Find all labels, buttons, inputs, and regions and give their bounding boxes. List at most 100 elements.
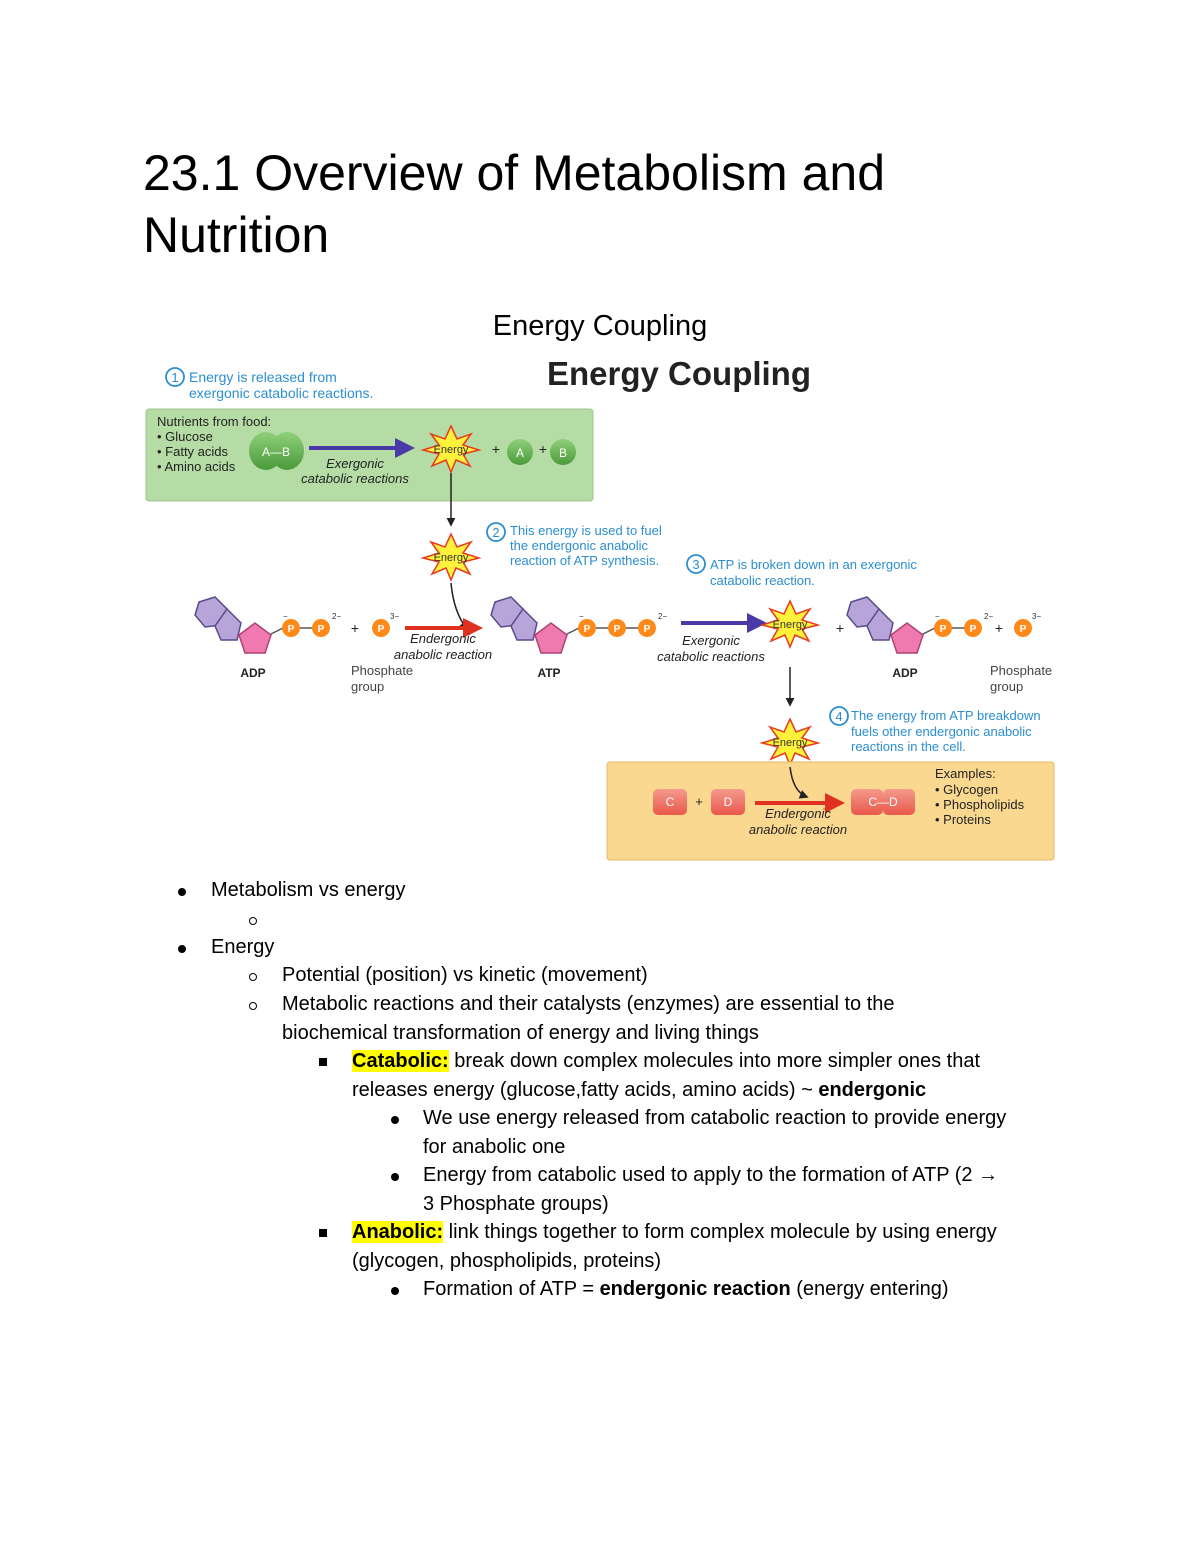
list-item-text: Formation of ATP = <box>423 1278 600 1300</box>
nutrient-amino-acids: • Amino acids <box>157 459 236 474</box>
atp-label: ATP <box>537 666 560 680</box>
bullet-dot <box>391 1173 399 1181</box>
phosphate-group-label-1: Phosphate <box>351 663 413 678</box>
charge-label: 2− <box>332 612 341 621</box>
molecule-c-label: C <box>666 795 675 809</box>
list-item-continuation: biochemical transformation of energy and… <box>282 1019 759 1048</box>
bullet-circle <box>249 973 257 981</box>
energy-burst-1: Energy <box>420 424 482 474</box>
molecule-ab-label: A—B <box>262 445 290 459</box>
list-item-text: (glycogen, phospholipids, proteins) <box>352 1250 662 1272</box>
molecule-b-label: B <box>559 446 567 460</box>
exergonic-label-2: Exergonic <box>682 633 740 648</box>
charge-label: 2− <box>984 612 993 621</box>
nutrients-box: Nutrients from food: • Glucose • Fatty a… <box>145 408 594 502</box>
term-anabolic: Anabolic: <box>352 1221 444 1243</box>
phosphate-label: P <box>584 624 591 635</box>
list-item-text: break down complex molecules into more s… <box>448 1050 981 1072</box>
charge-label: 3− <box>1032 612 1041 621</box>
step-1-line2: exergonic catabolic reactions. <box>189 385 373 401</box>
step-2-line1: This energy is used to fuel <box>510 523 662 538</box>
bullet-dot <box>391 1116 399 1124</box>
charge-label: 3− <box>390 612 399 621</box>
molecule-d-label: D <box>724 795 733 809</box>
adp-label-left: ADP <box>240 666 265 680</box>
phosphate-label: P <box>940 624 947 635</box>
page-title: 23.1 Overview of Metabolism and Nutritio… <box>143 145 886 263</box>
examples-header: Examples: <box>935 766 996 781</box>
list-item-text: biochemical transformation of energy and… <box>282 1022 759 1044</box>
list-item-text: 3 Phosphate groups) <box>423 1193 609 1215</box>
list-item-text: releases energy (glucose,fatty acids, am… <box>352 1079 819 1101</box>
phosphate-label: P <box>288 624 295 635</box>
bullet-square <box>319 1229 327 1237</box>
diagram-heading: Energy Coupling <box>547 357 811 392</box>
bullet-dot <box>178 888 186 896</box>
step-2-callout: 2 This energy is used to fuel the enderg… <box>486 522 662 568</box>
bold-text: endergonic reaction <box>599 1278 791 1300</box>
list-item: Energy from catabolic used to apply to t… <box>423 1161 998 1190</box>
atp-molecule: P P P − 2− ATP <box>490 596 667 680</box>
adp-label-right: ADP <box>892 666 917 680</box>
step-4-line2: fuels other endergonic anabolic <box>851 724 1032 739</box>
phosphate-group-label-3: Phosphate <box>990 663 1052 678</box>
list-item-continuation: releases energy (glucose,fatty acids, am… <box>352 1076 926 1105</box>
plus-sign: + <box>695 794 703 809</box>
nutrient-fatty-acids: • Fatty acids <box>157 444 229 459</box>
plus-sign: + <box>351 620 359 636</box>
phosphate-label: P <box>970 624 977 635</box>
examples-box: C + D Endergonic anabolic reaction C—D E… <box>606 761 1055 861</box>
energy-burst-3: Energy <box>759 599 821 649</box>
example-glycogen: • Glycogen <box>935 782 998 797</box>
phosphate-label: P <box>378 624 385 635</box>
step-3-number: 3 <box>692 557 699 572</box>
plus-sign: + <box>995 620 1003 636</box>
endergonic-label-1: Endergonic <box>410 631 476 646</box>
molecule-cd-label: C—D <box>868 795 898 809</box>
step-4-callout: 4 The energy from ATP breakdown fuels ot… <box>829 706 1041 754</box>
list-item-text: for anabolic one <box>423 1136 566 1158</box>
step-4-number: 4 <box>835 709 842 724</box>
phosphate-label: P <box>318 624 325 635</box>
list-item-continuation: for anabolic one <box>423 1133 565 1162</box>
list-item-text: Metabolic reactions and their catalysts … <box>282 993 895 1015</box>
phosphate-label: P <box>1020 624 1027 635</box>
phosphate-label: P <box>614 624 621 635</box>
bullet-circle <box>249 1002 257 1010</box>
list-item-text: Energy from catabolic used to apply to t… <box>423 1164 999 1186</box>
exergonic-label-1: Exergonic <box>326 456 384 471</box>
anabolic-reaction-label-1: anabolic reaction <box>394 647 492 662</box>
energy-label-1: Energy <box>434 444 469 456</box>
charge-label: 2− <box>658 612 667 621</box>
charge-label: − <box>283 612 288 621</box>
step-2-line3: reaction of ATP synthesis. <box>510 553 659 568</box>
example-phospholipids: • Phospholipids <box>935 797 1025 812</box>
phosphate-group-right: P 3− Phosphate group <box>990 612 1052 694</box>
phosphate-label: P <box>644 624 651 635</box>
bullet-dot <box>178 945 186 953</box>
list-item: Formation of ATP = endergonic reaction (… <box>423 1275 949 1304</box>
step-4-line1: The energy from ATP breakdown <box>851 708 1041 723</box>
nutrients-header: Nutrients from food: <box>157 414 271 429</box>
energy-label-2: Energy <box>434 552 469 564</box>
energy-label-3: Energy <box>773 619 808 631</box>
step-3-line1: ATP is broken down in an exergonic <box>710 557 917 572</box>
energy-burst-4: Energy <box>759 717 821 767</box>
step-1-line1: Energy is released from <box>189 369 337 385</box>
bold-text: endergonic <box>818 1079 927 1101</box>
plus-sign: + <box>492 441 500 457</box>
example-proteins: • Proteins <box>935 812 991 827</box>
phosphate-group-label-2: group <box>351 679 384 694</box>
bullet-dot <box>391 1287 399 1295</box>
step-2-number: 2 <box>492 525 499 540</box>
energy-coupling-diagram: Energy Coupling 1 Energy is released fro… <box>145 357 1055 861</box>
list-item: Energy <box>211 933 274 962</box>
phosphate-group-label-4: group <box>990 679 1023 694</box>
molecule-a-label: A <box>516 446 524 460</box>
list-item: Metabolic reactions and their catalysts … <box>282 990 895 1019</box>
nutrient-glucose: • Glucose <box>157 429 213 444</box>
step-1-number: 1 <box>171 370 178 385</box>
term-catabolic: Catabolic: <box>352 1050 449 1072</box>
charge-label: − <box>935 612 940 621</box>
list-item-text: Metabolism vs energy <box>211 879 406 901</box>
